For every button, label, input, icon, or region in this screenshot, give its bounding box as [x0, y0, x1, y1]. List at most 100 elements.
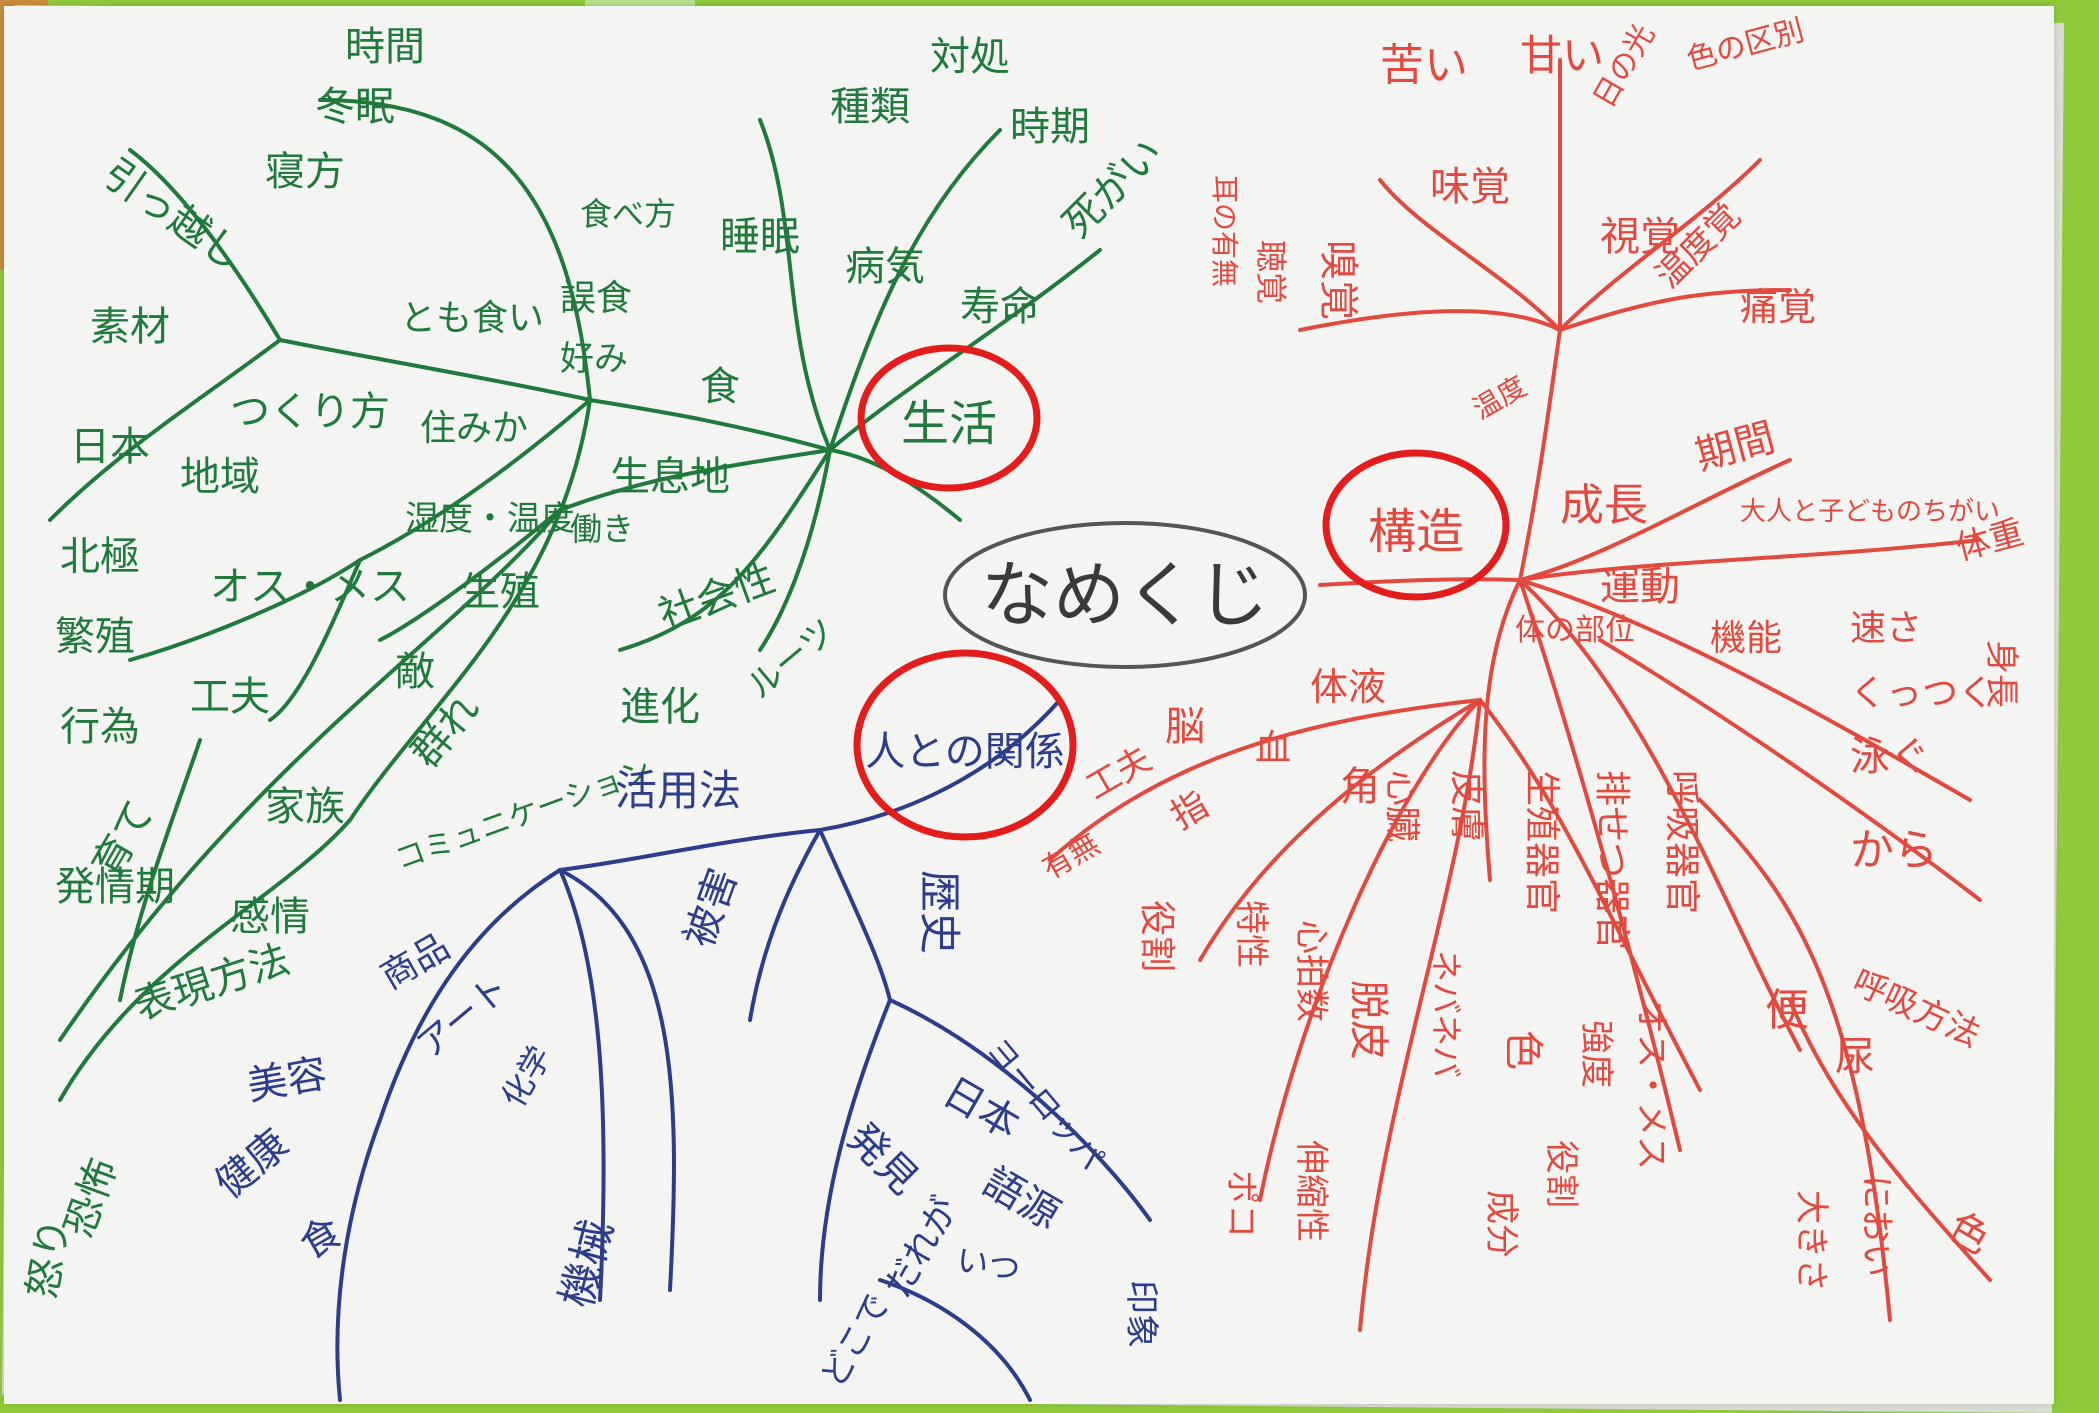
word: 食	[292, 1209, 350, 1269]
word: ルーツ	[740, 611, 843, 707]
word: ネバネバ	[1427, 950, 1465, 1078]
word: 温度	[1467, 369, 1532, 426]
word: 行為	[60, 704, 140, 750]
word: 苦い	[1380, 40, 1468, 91]
word: くっつく	[1850, 673, 1994, 714]
structure-branch-lines	[1048, 58, 1992, 1332]
highlight-life	[857, 344, 1041, 492]
word: 痛覚	[1740, 285, 1816, 329]
word: とも食い	[400, 298, 544, 339]
word: 寝方	[265, 149, 345, 195]
word: 特性	[1231, 900, 1271, 968]
word: 色	[1500, 1030, 1546, 1070]
word: 大きさ	[1791, 1190, 1831, 1292]
highlight-human	[853, 649, 1077, 841]
word: 運動	[1600, 564, 1680, 610]
word: 活用法	[615, 766, 741, 815]
word: 日本	[70, 424, 150, 470]
word: 工夫	[190, 674, 270, 720]
word: いつ	[954, 1240, 1024, 1289]
word: 耳の有無	[1208, 175, 1241, 287]
life-branch-lines	[48, 98, 1102, 1102]
human-label: 人との関係	[865, 729, 1065, 775]
word: 皮膚	[1446, 770, 1487, 842]
word: 機能	[1710, 618, 1782, 659]
word: 成分	[1481, 1190, 1521, 1258]
word: 群れ	[402, 686, 489, 777]
word: 脱皮	[1345, 980, 1391, 1060]
word: 美容	[244, 1051, 331, 1110]
word: 大人と子どものちがい	[1740, 497, 2000, 527]
word: 強度	[1576, 1020, 1616, 1088]
human-branch-lines	[335, 698, 1152, 1402]
highlight-circles	[853, 344, 1510, 841]
word: 生殖	[460, 569, 540, 615]
word: 聴覚	[1252, 240, 1290, 304]
word: 健康	[207, 1121, 298, 1208]
word: 発見	[838, 1115, 927, 1204]
word: 指	[1164, 784, 1216, 838]
word: 機械	[551, 1215, 623, 1313]
word: 敵	[395, 649, 435, 695]
word: つくり方	[230, 389, 390, 435]
word: だれが	[877, 1190, 967, 1304]
word: 怒り	[20, 1215, 79, 1302]
word: 泳ぐ	[1850, 734, 1930, 780]
structure-words: 耳の有無 聴覚 嗅覚 苦い 味覚 甘い 日の光 色の区別 視覚 温度覚 痛覚 温…	[1037, 13, 2029, 1292]
word: 味覚	[1430, 164, 1510, 210]
word: 色	[1940, 1204, 1998, 1264]
word: におい	[1856, 1175, 1896, 1277]
word: 嗅覚	[1315, 240, 1361, 320]
word: 体の部位	[1515, 613, 1635, 648]
life-label: 生活	[901, 396, 997, 452]
word: 時期	[1010, 104, 1090, 150]
word: 病気	[845, 244, 925, 290]
word: 住みか	[420, 408, 528, 449]
word: 呼吸器官	[1661, 770, 1702, 914]
word: 好み	[560, 339, 628, 379]
human-words: 活用法 被害 歴史 商品 アート 美容 健康 食 化学 機械 ヨーロッパ 日本 …	[207, 766, 1161, 1395]
word: 北極	[60, 534, 140, 580]
word: 生殖器官	[1521, 770, 1562, 914]
highlight-structure	[1322, 449, 1510, 601]
word: ポコ	[1221, 1170, 1261, 1238]
word: 化学	[494, 1040, 559, 1114]
word: 働き	[570, 510, 634, 548]
word: 役割	[1541, 1140, 1581, 1208]
word: 冬眠	[315, 84, 395, 130]
word: 社会性	[653, 555, 781, 639]
word: 地域	[180, 454, 260, 500]
word: 素材	[90, 304, 170, 350]
word: 甘い	[1520, 31, 1604, 80]
word: 種類	[830, 84, 910, 130]
word: 役割	[1136, 900, 1177, 972]
word: 速さ	[1850, 608, 1922, 649]
word: 繁殖	[55, 614, 135, 660]
word: 歴史	[915, 870, 964, 954]
word: 視覚	[1600, 214, 1680, 260]
word: 心臓	[1381, 770, 1422, 842]
word: 寿命	[960, 284, 1040, 330]
center-label: なめくじ	[981, 553, 1269, 637]
word: どこで	[813, 1287, 898, 1394]
word: 血	[1255, 728, 1291, 769]
word: 被害	[676, 863, 747, 954]
word: 時間	[345, 24, 425, 70]
word: オス・メス	[1631, 1000, 1671, 1170]
mind-map-paper	[4, 6, 2054, 1404]
center-node	[943, 521, 1307, 669]
word: 角	[1340, 764, 1380, 810]
word: から	[1850, 825, 1938, 876]
word: 表現方法	[129, 936, 295, 1029]
word: 進化	[620, 684, 700, 730]
word: 対処	[930, 34, 1010, 80]
word: 成長	[1560, 480, 1648, 531]
word: 身長	[1981, 640, 2021, 708]
word: 食	[700, 364, 740, 410]
word: 家族	[265, 784, 345, 830]
word: 誤食	[560, 278, 632, 319]
word: 感情	[230, 894, 310, 940]
word: 尿	[1835, 1034, 1875, 1080]
